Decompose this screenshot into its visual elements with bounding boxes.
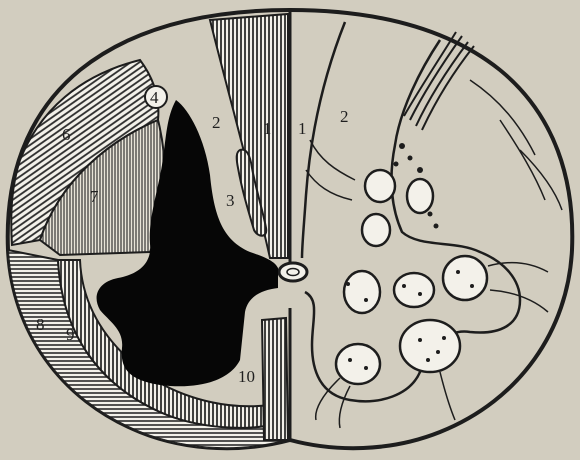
cell-bodies [336, 170, 487, 384]
tract-1-left [210, 14, 288, 258]
label-1-right: 1 [298, 119, 307, 138]
label-2-right: 2 [340, 107, 349, 126]
tract-10-band [262, 318, 288, 440]
label-2-left: 2 [212, 113, 221, 132]
label-7: 7 [90, 187, 99, 206]
central-canal [279, 263, 307, 281]
label-8: 8 [36, 315, 45, 334]
label-9: 9 [66, 325, 75, 344]
label-3: 3 [226, 191, 235, 210]
label-1-left: 1 [263, 119, 272, 138]
label-10: 10 [238, 367, 255, 386]
label-6: 6 [62, 125, 71, 144]
label-4: 4 [150, 88, 159, 107]
dorsal-root-fibers [404, 32, 474, 130]
posterior-column-right [302, 22, 345, 258]
